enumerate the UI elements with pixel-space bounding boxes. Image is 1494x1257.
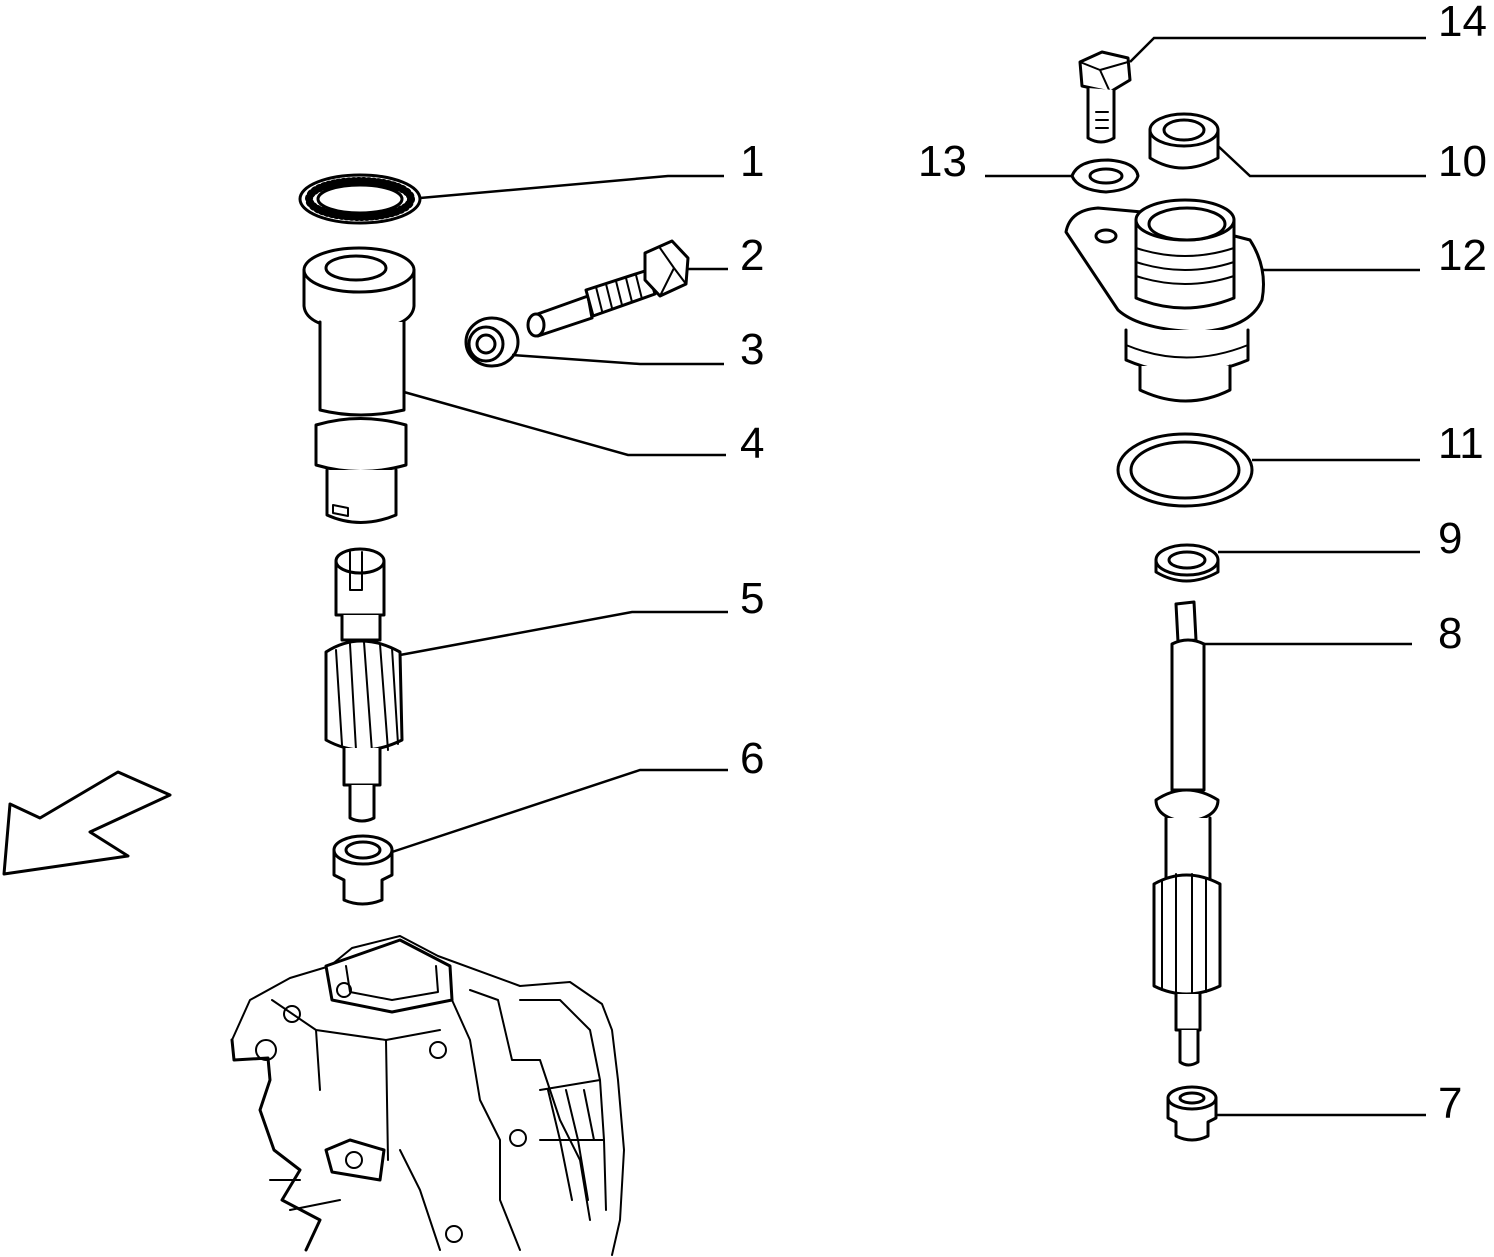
part-14-hex-bolt [1078, 50, 1132, 144]
callout-14: 14 [1438, 0, 1487, 46]
callout-1: 1 [740, 137, 764, 186]
callout-9: 9 [1438, 514, 1462, 563]
direction-arrow [2, 770, 172, 876]
leader-5 [399, 610, 728, 657]
callout-2: 2 [740, 231, 764, 280]
part-3-bushing [464, 316, 520, 368]
callout-6: 6 [740, 734, 764, 783]
part-10-bushing [1148, 112, 1220, 170]
callout-7: 7 [1438, 1079, 1462, 1128]
part-13-lock-washer [1070, 158, 1140, 194]
part-11-o-ring [1116, 432, 1254, 508]
callout-10: 10 [1438, 137, 1487, 186]
callout-4: 4 [740, 419, 764, 468]
callout-3: 3 [740, 325, 764, 374]
leader-10 [1217, 145, 1426, 178]
gearbox-casing [230, 935, 625, 1256]
callout-8: 8 [1438, 609, 1462, 658]
part-6-cup-bushing [332, 834, 394, 906]
callout-12: 12 [1438, 231, 1487, 280]
part-8-driven-gear-shaft [1152, 600, 1222, 1067]
part-2-screw [526, 239, 690, 338]
leader-lines [391, 36, 1426, 1117]
leader-3 [511, 353, 724, 366]
callout-11: 11 [1438, 419, 1484, 468]
part-9-washer [1154, 543, 1220, 583]
part-4-drive-housing [302, 246, 416, 524]
callout-5: 5 [740, 574, 764, 623]
leader-6 [391, 768, 728, 854]
leader-1 [419, 174, 724, 200]
part-12-flange-housing [1064, 198, 1265, 403]
part-5-pinion-gear-shaft [324, 547, 404, 823]
callout-labels: 1 2 3 4 5 6 7 8 9 10 11 12 13 14 [740, 0, 1487, 1128]
leader-14 [1129, 36, 1426, 63]
leader-4 [403, 390, 726, 457]
callout-13: 13 [918, 137, 967, 186]
part-7-small-bushing [1166, 1085, 1218, 1142]
part-1-sealing-ring [298, 173, 422, 225]
